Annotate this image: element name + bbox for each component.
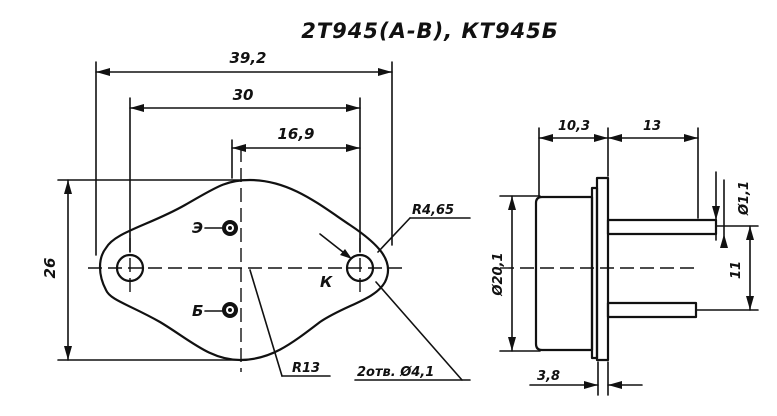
- pin-base: [222, 302, 238, 318]
- dim-holes: 2отв. Ø4,1: [357, 365, 434, 380]
- side-view: 10,3 13 Ø1,1 Ø20,1 11 3,8: [491, 119, 759, 396]
- dim-lead-length: 13: [643, 119, 661, 134]
- side-lead-lower: [606, 301, 698, 319]
- case-collector-label: К: [320, 273, 333, 291]
- pin-emitter-label: Э: [192, 219, 203, 237]
- dim-height: 26: [41, 258, 59, 279]
- dim-flange-thickness: 3,8: [537, 369, 560, 384]
- dim-overall-width: 39,2: [229, 49, 266, 67]
- front-view: 39,2 30 16,9 26 Э Б К R4,65 R13: [41, 49, 471, 381]
- drawing-title: 2Т945(А-В), КТ945Б: [301, 19, 559, 43]
- dim-hole-radius: R4,65: [412, 203, 454, 218]
- dim-lead-spacing: 11: [729, 261, 744, 279]
- dim-body-depth: 10,3: [558, 119, 590, 134]
- side-lead-upper: [606, 218, 718, 236]
- pin-emitter: [222, 220, 238, 236]
- side-body: [534, 195, 594, 352]
- dim-hole-spacing: 30: [233, 86, 254, 104]
- dim-body-radius: R13: [292, 361, 320, 376]
- dim-hole-to-pin: 16,9: [277, 125, 314, 143]
- package-outline: [98, 178, 390, 362]
- dim-body-diameter: Ø20,1: [491, 252, 506, 296]
- dim-lead-diameter: Ø1,1: [737, 181, 752, 216]
- pin-base-label: Б: [192, 302, 203, 320]
- side-flange: [595, 176, 610, 362]
